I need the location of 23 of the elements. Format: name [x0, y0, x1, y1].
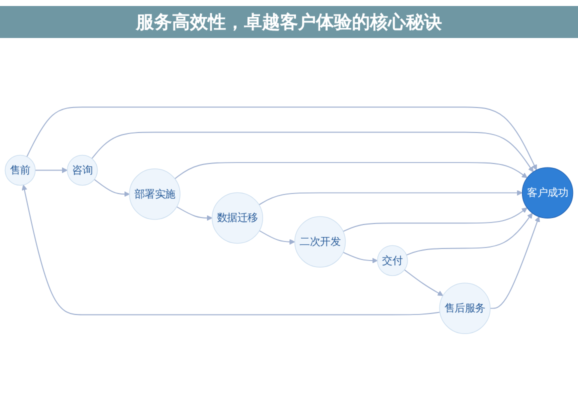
node-circle: 咨询	[66, 154, 98, 186]
arrow	[258, 190, 522, 205]
node-circle: 交付	[377, 244, 408, 276]
arrow	[342, 251, 378, 264]
node-circle: 二次开发	[294, 216, 346, 268]
arrow	[342, 207, 528, 232]
arrow	[22, 184, 440, 315]
node-circle: 部署实施	[129, 168, 180, 220]
arrow	[490, 216, 540, 308]
title-banner: 服务高效性，卓越客户体验的核心秘诀	[0, 6, 578, 38]
arrow	[91, 131, 534, 172]
arrow	[406, 212, 533, 256]
arrow	[174, 162, 528, 179]
node-circle: 售后服务	[439, 282, 491, 334]
arrow	[94, 178, 130, 197]
arrow	[34, 167, 68, 173]
node-circle: 客户成功	[522, 166, 574, 218]
arrow	[258, 230, 296, 244]
arrow	[176, 206, 212, 220]
arrow	[404, 268, 444, 296]
arrow	[26, 106, 537, 170]
node-circle: 数据迁移	[212, 192, 264, 244]
node-circle: 售前	[4, 154, 36, 186]
